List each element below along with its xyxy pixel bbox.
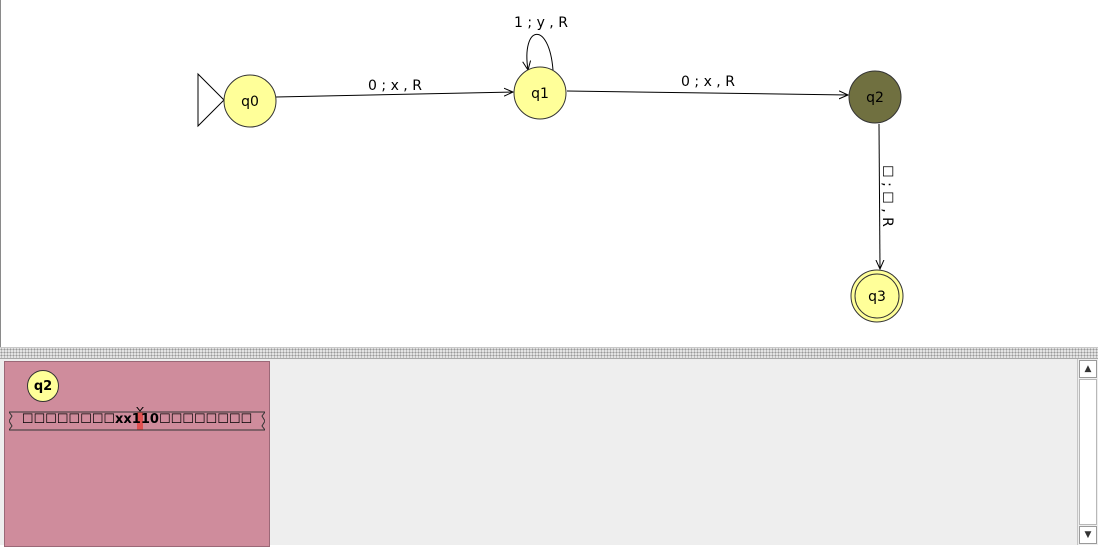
transition-q1-q1[interactable] [527, 33, 554, 70]
transition-label-q1-q2: 0 ; x , R [681, 74, 735, 90]
state-q3[interactable]: q3 [850, 269, 904, 323]
transition-label-q0-q1: 0 ; x , R [368, 78, 422, 94]
transition-q1-q2[interactable] [566, 91, 848, 95]
state-q2[interactable]: q2 [848, 70, 902, 124]
head-cell-highlight [137, 412, 143, 430]
tape: ☐☐☐☐☐☐☐☐xx110☐☐☐☐☐☐☐☐ [9, 407, 265, 431]
transition-label-q2-q3: ☐ ; ☐ , R [879, 165, 895, 227]
config-state-badge: q2 [27, 370, 59, 402]
vertical-scrollbar[interactable]: ▲ ▼ [1077, 359, 1098, 545]
initial-state-arrow-icon [197, 72, 225, 128]
state-diagram: 0 ; x , R 1 ; y , R 0 ; x , R ☐ ; ☐ , R … [197, 15, 904, 323]
simulation-pane: q2 ☐☐☐☐☐☐☐☐xx110☐☐☐☐☐☐☐☐ ▲ ▼ [0, 359, 1098, 547]
transition-label-q1-q1: 1 ; y , R [514, 15, 568, 31]
scroll-up-icon[interactable]: ▲ [1079, 360, 1097, 378]
pane-splitter[interactable] [0, 347, 1098, 359]
state-q0[interactable]: q0 [223, 74, 277, 128]
configuration-panel[interactable]: q2 ☐☐☐☐☐☐☐☐xx110☐☐☐☐☐☐☐☐ [4, 361, 270, 547]
transition-q0-q1[interactable] [275, 92, 513, 98]
state-label-q1: q1 [531, 86, 549, 102]
state-label-q3: q3 [868, 289, 886, 305]
scroll-down-icon[interactable]: ▼ [1079, 526, 1097, 544]
tape-outline [9, 407, 265, 431]
tape-head-icon [136, 407, 144, 412]
state-label-q0: q0 [241, 94, 259, 110]
scrollbar-track[interactable] [1079, 379, 1097, 525]
editor-canvas[interactable]: 0 ; x , R 1 ; y , R 0 ; x , R ☐ ; ☐ , R … [0, 0, 1098, 347]
state-label-q2: q2 [866, 90, 884, 106]
state-q1[interactable]: q1 [513, 66, 567, 120]
transition-q2-q3[interactable] [879, 123, 880, 269]
tape-contents: ☐☐☐☐☐☐☐☐xx110☐☐☐☐☐☐☐☐ [21, 412, 253, 427]
